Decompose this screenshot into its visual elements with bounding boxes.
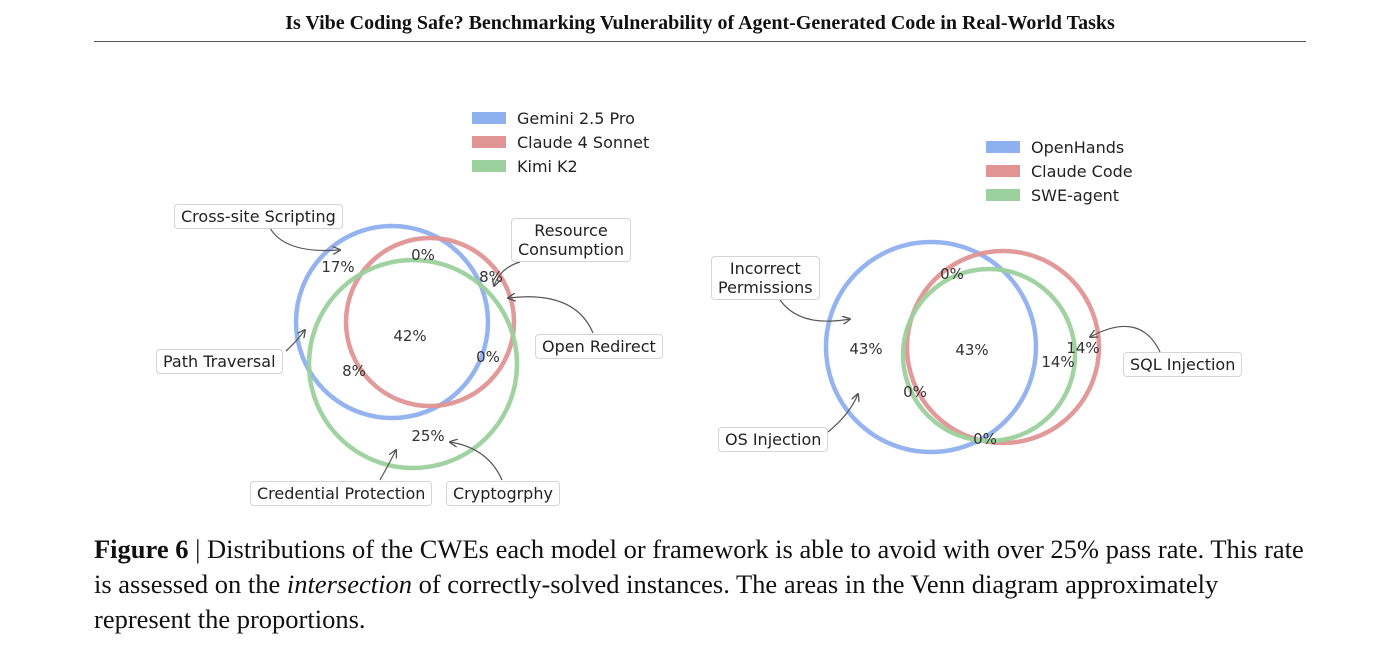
legend-label-gemini: Gemini 2.5 Pro (517, 109, 635, 128)
region-pct-bottom: 0% (973, 430, 997, 448)
arrow-os-injection (827, 394, 858, 433)
arrow-path-traversal (285, 330, 305, 352)
arrow-incorrect-permissions (779, 299, 850, 321)
label-open-redirect: Open Redirect (535, 334, 663, 359)
legend-swatch-claude-code (986, 165, 1020, 177)
arrow-cross-site-scripting (269, 227, 340, 251)
legend-label-openhands: OpenHands (1031, 138, 1124, 157)
legend-swatch-gemini (472, 112, 506, 124)
label-resource-consumption: Resource Consumption (511, 218, 631, 262)
caption-emphasis: intersection (286, 569, 412, 599)
region-pct-swe-agent-right: 14% (1041, 353, 1074, 371)
paper-header-title: Is Vibe Coding Safe? Benchmarking Vulner… (285, 12, 1115, 34)
legend-swatch-kimi (472, 160, 506, 172)
header-rule (94, 41, 1306, 42)
venn-circle-claude-code (904, 248, 1102, 446)
label-incorrect-permissions-line2: Permissions (718, 278, 813, 297)
legend-swatch-claude-sonnet (472, 136, 506, 148)
caption-separator: | (188, 534, 208, 564)
label-sql-injection: SQL Injection (1123, 352, 1243, 377)
figure-caption: Figure 6 | Distributions of the CWEs eac… (94, 532, 1309, 637)
region-pct-top: 0% (940, 265, 964, 283)
caption-text-part2: of correctly-solved instances. The areas… (94, 569, 1219, 634)
region-pct-openhands-only: 43% (849, 340, 882, 358)
legend-label-kimi: Kimi K2 (517, 157, 578, 176)
arrow-open-redirect (508, 297, 594, 334)
venn-left: Gemini 2.5 Pro Claude 4 Sonnet Kimi K2 1… (269, 109, 649, 481)
venn-circle-claude-sonnet (343, 235, 517, 409)
label-resource-consumption-line1: Resource (534, 221, 608, 240)
region-pct-gemini-only: 17% (321, 258, 354, 276)
label-incorrect-permissions: Incorrect Permissions (711, 256, 820, 300)
region-pct-kimi-only: 25% (411, 427, 444, 445)
region-pct-claude-code-right: 14% (1066, 339, 1099, 357)
label-resource-consumption-line2: Consumption (518, 240, 624, 259)
region-pct-center-right: 43% (955, 341, 988, 359)
venn-circle-swe-agent (900, 266, 1078, 444)
label-cross-site-scripting: Cross-site Scripting (174, 204, 343, 229)
caption-figure-label: Figure 6 (94, 534, 189, 564)
venn-circle-kimi (306, 257, 520, 471)
legend-label-claude-code: Claude Code (1031, 162, 1133, 181)
region-pct-claude-only: 8% (479, 268, 503, 286)
venn-circle-gemini (293, 223, 491, 421)
label-credential-protection: Credential Protection (250, 481, 433, 506)
arrow-cryptography (450, 442, 503, 481)
legend-label-claude-sonnet: Claude 4 Sonnet (517, 133, 649, 152)
region-pct-claude-kimi: 0% (476, 348, 500, 366)
region-pct-center: 42% (393, 327, 426, 345)
region-pct-gemini-claude: 0% (411, 246, 435, 264)
arrow-resource-consumption (494, 261, 521, 286)
region-pct-openhands-swe: 0% (903, 383, 927, 401)
legend-label-swe-agent: SWE-agent (1031, 186, 1119, 205)
label-incorrect-permissions-line1: Incorrect (729, 259, 801, 278)
arrow-sql-injection (1090, 325, 1161, 353)
legend-swatch-openhands (986, 141, 1020, 153)
venn-circle-openhands (823, 239, 1039, 455)
label-path-traversal: Path Traversal (156, 349, 283, 374)
label-cryptography: Cryptogrphy (446, 481, 560, 506)
region-pct-gemini-kimi: 8% (342, 362, 366, 380)
arrow-credential-protection (379, 450, 396, 481)
label-os-injection: OS Injection (718, 427, 829, 452)
legend-swatch-swe-agent (986, 189, 1020, 201)
caption-text-part1: Distributions of the CWEs each model or … (94, 534, 1304, 599)
venn-right: OpenHands Claude Code SWE-agent 0% 43% 4… (779, 138, 1161, 455)
venn-left-legend: Gemini 2.5 Pro Claude 4 Sonnet Kimi K2 (472, 109, 649, 176)
venn-right-legend: OpenHands Claude Code SWE-agent (986, 138, 1133, 205)
